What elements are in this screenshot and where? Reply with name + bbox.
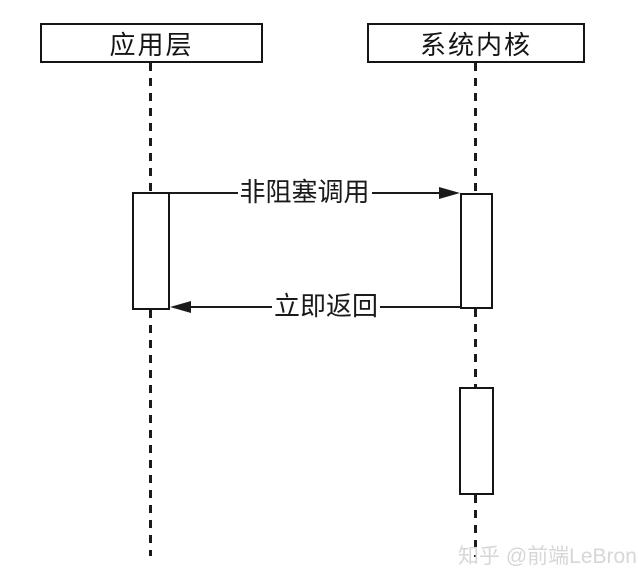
lifeline-system-kernel-lower — [474, 495, 477, 557]
message-label-nonblocking-call: 非阻塞调用 — [239, 178, 370, 207]
lifeline-app-layer-upper — [149, 63, 152, 192]
participant-box-app-layer: 应用层 — [40, 23, 263, 63]
message-immediate-return: 立即返回 — [170, 290, 462, 324]
message-nonblocking-call: 非阻塞调用 — [170, 176, 461, 210]
lifeline-app-layer-lower — [149, 310, 152, 556]
arrowhead-right-icon — [439, 187, 461, 199]
arrowhead-left-icon — [170, 301, 191, 313]
message-line — [191, 306, 272, 308]
participant-label-app-layer: 应用层 — [109, 30, 194, 60]
activation-bar-app-layer — [132, 192, 170, 310]
participant-box-system-kernel: 系统内核 — [367, 23, 585, 63]
message-line — [371, 192, 440, 194]
activation-bar-system-kernel-2 — [459, 387, 494, 495]
lifeline-system-kernel-middle — [474, 309, 477, 387]
lifeline-system-kernel-upper — [474, 63, 477, 193]
activation-bar-system-kernel-1 — [460, 193, 493, 309]
message-label-immediate-return: 立即返回 — [274, 292, 379, 321]
message-line — [380, 306, 462, 308]
participant-label-system-kernel: 系统内核 — [419, 30, 532, 60]
message-line — [170, 192, 238, 194]
watermark: 知乎 @前端LeBron — [458, 545, 637, 568]
